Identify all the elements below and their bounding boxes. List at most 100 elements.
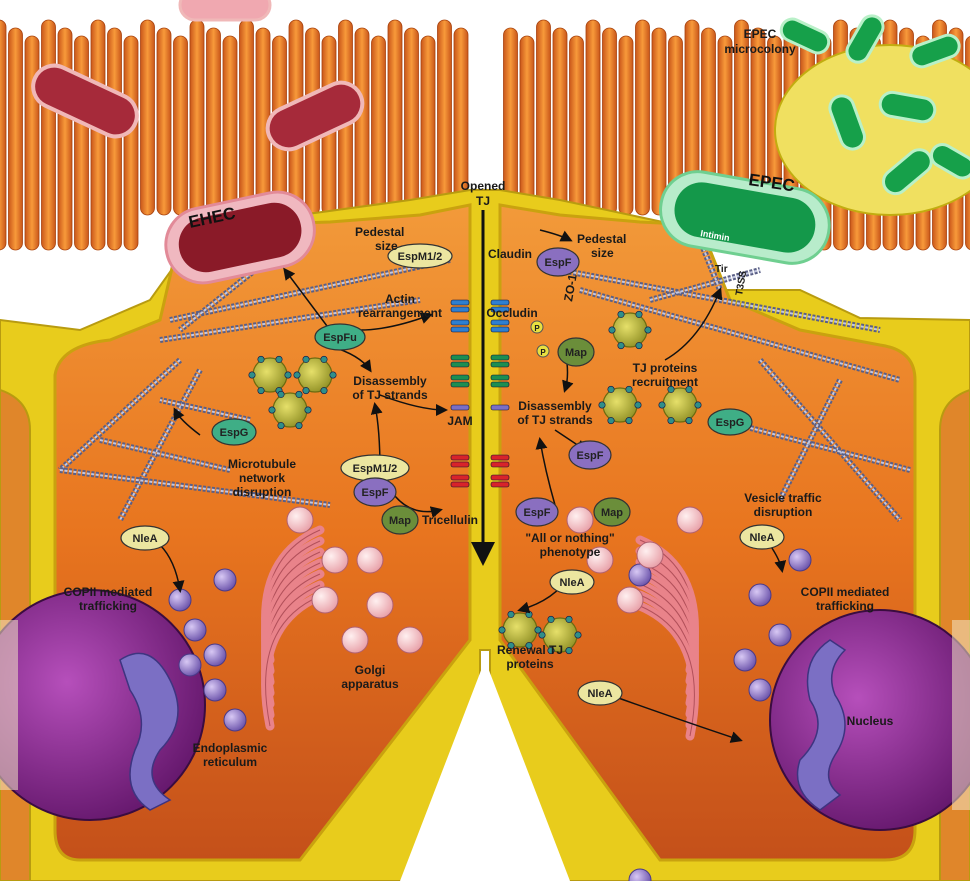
tj-protein-complexes bbox=[248, 310, 702, 655]
tj-strand-unit bbox=[450, 319, 470, 326]
effector-espf-low-right[interactable]: EspF bbox=[515, 497, 559, 527]
microvillus bbox=[354, 27, 370, 216]
actin-filament-highlight bbox=[759, 359, 901, 521]
tj-strand-unit bbox=[450, 326, 470, 333]
microvillus bbox=[585, 19, 601, 216]
tj-complex-subunit bbox=[617, 310, 625, 318]
tj-protein-complex bbox=[272, 392, 308, 428]
tj-complex-subunit bbox=[248, 371, 256, 379]
disassembly-left-line1: Disassembly bbox=[353, 374, 427, 388]
left-golgi-apparatus bbox=[261, 525, 325, 731]
copii-left-line1: COPII mediated bbox=[64, 585, 153, 599]
pedestal-size-right-line2: size bbox=[591, 246, 614, 260]
effector-nlea-bottom[interactable]: NleA bbox=[577, 680, 623, 706]
actin-filament-highlight bbox=[159, 299, 421, 341]
interaction-arrow bbox=[359, 312, 433, 331]
ehec-microcolony-bacteria bbox=[31, 0, 365, 152]
actin-filament-highlight bbox=[59, 359, 181, 471]
renewal-tj-line2: proteins bbox=[506, 657, 554, 671]
tj-protein-complex bbox=[602, 387, 638, 423]
tj-complex-subunit bbox=[625, 385, 633, 393]
effector-espg-right[interactable]: EspG bbox=[707, 408, 753, 436]
tj-complex-subunit bbox=[644, 326, 652, 334]
microvillus bbox=[503, 27, 518, 216]
golgi-label-line1: Golgi bbox=[355, 663, 386, 677]
effector-nlea-right[interactable]: NleA bbox=[739, 524, 785, 550]
microvillus bbox=[173, 35, 188, 216]
microvillus bbox=[519, 35, 535, 216]
microvillus bbox=[404, 27, 419, 216]
microvillus bbox=[90, 19, 106, 251]
effector-pill-shape bbox=[568, 440, 612, 470]
actin-filament-highlight bbox=[119, 369, 201, 521]
effector-proteins[interactable]: EspM1/2EspFuEspGEspM1/2EspFMapNleAEspFMa… bbox=[120, 243, 785, 706]
microvillus bbox=[8, 27, 23, 251]
all-or-nothing-line2: phenotype bbox=[540, 545, 601, 559]
effector-espf-left[interactable]: EspF bbox=[353, 477, 397, 507]
disassembly-right-line2: of TJ strands bbox=[517, 413, 593, 427]
microvillus bbox=[189, 19, 205, 216]
tj-complex-subunit bbox=[320, 355, 328, 363]
actin-filament-highlight bbox=[159, 399, 251, 421]
tj-strand-unit bbox=[450, 404, 470, 411]
tj-complex-subunit bbox=[302, 355, 310, 363]
golgi-vesicle bbox=[341, 626, 369, 654]
copii-vesicle bbox=[203, 678, 227, 702]
tj-protein-complex bbox=[612, 312, 648, 348]
tight-junction-strands bbox=[450, 299, 510, 488]
effector-nlea-center[interactable]: NleA bbox=[549, 569, 595, 595]
copii-vesicle bbox=[733, 648, 757, 672]
effector-espf-top-right[interactable]: EspF bbox=[536, 247, 580, 277]
copii-vesicle bbox=[203, 643, 227, 667]
effector-pill-label: Map bbox=[565, 347, 587, 359]
copii-vesicle bbox=[788, 548, 812, 572]
microvillus bbox=[602, 27, 617, 216]
golgi-vesicle bbox=[396, 626, 424, 654]
copii-right-line1: COPII mediated bbox=[801, 585, 890, 599]
copii-right-line2: trafficking bbox=[816, 599, 874, 613]
svg-text:P: P bbox=[540, 348, 546, 357]
tj-complex-subunit bbox=[565, 647, 573, 655]
tj-complex-subunit bbox=[507, 610, 515, 618]
effector-espf-mid-right[interactable]: EspF bbox=[568, 440, 612, 470]
tj-complex-subunit bbox=[685, 385, 693, 393]
interaction-arrow bbox=[539, 229, 573, 242]
tj-complex-subunit bbox=[538, 631, 546, 639]
effector-map-left[interactable]: Map bbox=[381, 505, 419, 535]
text-labels: EHEC EPEC EPEC microcolony Opened TJ Ped… bbox=[64, 27, 894, 769]
effector-espfu[interactable]: EspFu bbox=[314, 323, 366, 351]
effector-espm-top[interactable]: EspM1/2 bbox=[387, 243, 453, 269]
copii-vesicle bbox=[748, 583, 772, 607]
tj-complex-subunit bbox=[257, 387, 265, 395]
copii-vesicle bbox=[178, 653, 202, 677]
effector-pill-label: EspF bbox=[362, 487, 389, 499]
tj-complex-subunit bbox=[268, 406, 276, 414]
tj-complex-subunit bbox=[302, 387, 310, 395]
effector-pill-label: EspG bbox=[716, 417, 745, 429]
effector-espg-left[interactable]: EspG bbox=[211, 418, 257, 446]
tj-strand-unit bbox=[490, 306, 510, 313]
effector-pill-label: NleA bbox=[749, 532, 774, 544]
effector-espm-low[interactable]: EspM1/2 bbox=[340, 454, 410, 482]
effector-nlea-left[interactable]: NleA bbox=[120, 525, 170, 551]
tj-complex-subunit bbox=[634, 401, 642, 409]
golgi-vesicle bbox=[586, 546, 614, 574]
effector-map-right[interactable]: Map bbox=[557, 337, 595, 367]
interaction-arrow bbox=[159, 544, 185, 593]
actin-filament-highlight bbox=[169, 259, 451, 321]
microvillus bbox=[156, 27, 172, 216]
pedestal-size-left-line2: size bbox=[375, 239, 398, 253]
er-label-line1: Endoplasmic bbox=[193, 741, 268, 755]
microvillus bbox=[387, 19, 403, 216]
tj-strand-unit bbox=[450, 306, 470, 313]
tj-complex-subunit bbox=[574, 631, 582, 639]
effector-pill-label: Map bbox=[601, 507, 623, 519]
er-label-line2: reticulum bbox=[203, 755, 257, 769]
microvillus bbox=[618, 35, 634, 216]
effector-map-low-right[interactable]: Map bbox=[593, 497, 631, 527]
tj-complex-subunit bbox=[277, 390, 285, 398]
actin-filament-highlight bbox=[179, 249, 281, 331]
occludin-label: Occludin bbox=[486, 306, 537, 320]
jam-label: JAM bbox=[447, 414, 472, 428]
effector-pill-label: Map bbox=[389, 515, 411, 527]
